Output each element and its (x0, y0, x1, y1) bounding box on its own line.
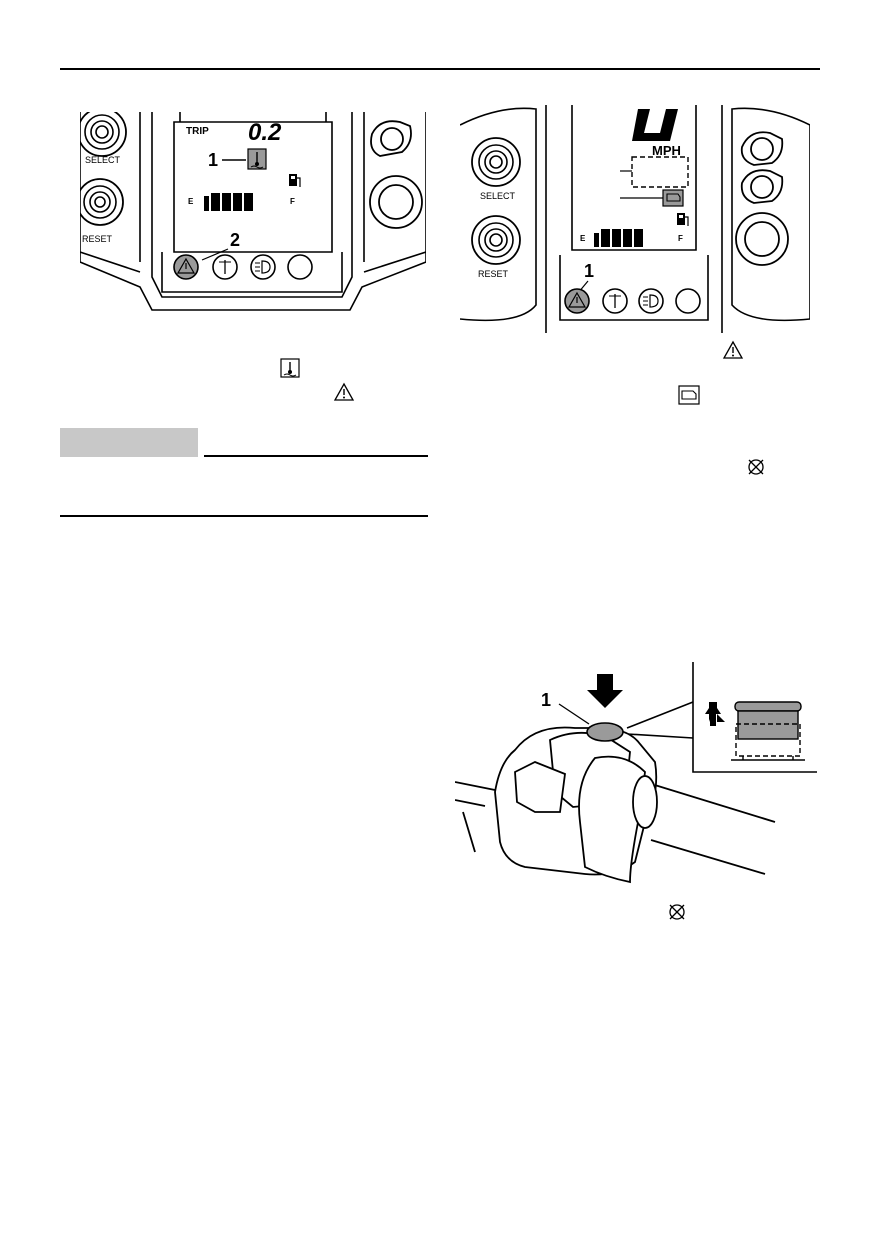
meter-housing-2 (460, 105, 810, 333)
callout-1-fig3: 1 (541, 690, 551, 710)
notice-bottom-rule (60, 515, 428, 517)
reset-knob (80, 178, 124, 226)
notice-header-tab (60, 428, 198, 457)
inset-switch-raised (705, 701, 805, 761)
warning-lamp (173, 254, 199, 280)
headlight-lamp-2 (638, 288, 664, 314)
switch-housing (494, 726, 658, 884)
reset-knob-2 (471, 215, 521, 265)
page-top-rule (60, 68, 820, 70)
callout-1-fig2: 1 (584, 261, 594, 281)
fuel-full-label-2: F (678, 234, 683, 243)
select-label-2: SELECT (480, 191, 516, 201)
fuel-pump-icon-2 (677, 213, 689, 226)
coolant-temperature-icon (280, 358, 300, 378)
right-knobs (369, 120, 423, 229)
trip-label: TRIP (186, 126, 209, 137)
engine-check-icon (662, 189, 684, 207)
engine-stop-icon (669, 904, 685, 920)
figure-meter-coolant-warning: SELECT RESET TRIP 0.2 1 E F 2 (80, 112, 426, 311)
headlight-lamp (250, 254, 276, 280)
inset-frame (626, 662, 817, 773)
fuel-pump-icon (289, 174, 301, 187)
select-label: SELECT (85, 155, 121, 165)
handlebar (455, 781, 776, 875)
dashed-display-area (631, 156, 689, 188)
press-down-arrow (587, 674, 623, 708)
warning-lamp-2 (564, 288, 590, 314)
speed-unit-label: MPH (652, 143, 681, 158)
select-knob (80, 112, 127, 157)
engine-stop-icon (748, 459, 764, 475)
notice-header-rule (204, 455, 428, 457)
fuel-gauge-bars (204, 193, 253, 211)
engine-check-icon (678, 385, 700, 405)
warning-triangle-icon (333, 382, 355, 401)
fuel-gauge-bars-2 (594, 229, 643, 247)
select-knob-2 (471, 137, 521, 187)
blank-lamp-2 (675, 288, 701, 314)
figure-handlebar-stop-switch: 1 (455, 662, 817, 884)
figure-meter-engine-warning: SELECT RESET MPH E F 1 (460, 105, 810, 333)
coolant-lamp (212, 254, 238, 280)
right-knobs-2 (735, 131, 789, 266)
fuel-empty-label: E (188, 197, 194, 206)
fuel-full-label: F (290, 197, 295, 206)
callout-1: 1 (208, 150, 218, 170)
speed-digit (632, 109, 678, 141)
fuel-empty-label-2: E (580, 234, 586, 243)
coolant-temperature-icon (247, 148, 267, 170)
warning-triangle-icon (722, 340, 744, 359)
trip-value: 0.2 (248, 119, 282, 146)
coolant-lamp-2 (602, 288, 628, 314)
meter-housing (80, 112, 426, 311)
reset-label: RESET (82, 234, 113, 244)
blank-lamp (287, 254, 313, 280)
callout-2: 2 (230, 230, 240, 250)
engine-stop-button (586, 722, 624, 742)
reset-label-2: RESET (478, 269, 509, 279)
